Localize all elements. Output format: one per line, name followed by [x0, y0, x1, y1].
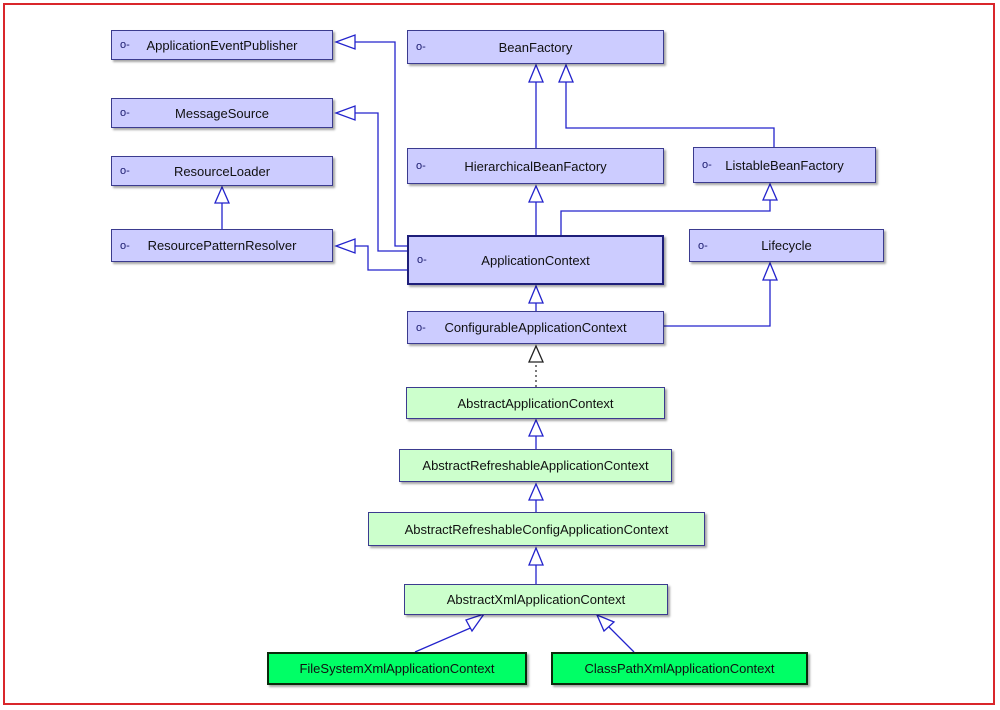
interface-icon: o- — [416, 41, 426, 53]
edge-filesystem-xml — [414, 625, 476, 653]
node-label: ListableBeanFactory — [725, 157, 844, 173]
arrowhead-xml-right — [595, 613, 616, 633]
arrowhead-xml-left — [465, 612, 486, 633]
node-file-system-xml-application-context[interactable]: FileSystemXmlApplicationContext — [267, 652, 527, 685]
node-application-context[interactable]: o- ApplicationContext — [407, 235, 664, 285]
node-label: BeanFactory — [498, 39, 573, 55]
arrowhead-listable — [762, 182, 778, 201]
arrowhead-hierarchical — [528, 184, 544, 203]
edge-appctx-eventpublisher — [355, 41, 407, 247]
interface-icon: o- — [120, 165, 130, 177]
interface-icon: o- — [702, 159, 712, 171]
diagram-frame — [3, 3, 995, 705]
arrowhead-messagesource — [334, 105, 356, 121]
arrowhead-resolver — [334, 238, 356, 254]
arrowhead-configurable — [528, 344, 544, 363]
node-label: AbstractApplicationContext — [457, 395, 614, 411]
interface-icon: o- — [120, 39, 130, 51]
arrowhead-refreshable — [528, 482, 544, 501]
node-abstract-application-context[interactable]: AbstractApplicationContext — [406, 387, 665, 419]
node-class-path-xml-application-context[interactable]: ClassPathXmlApplicationContext — [551, 652, 808, 685]
arrowhead-resourceloader — [214, 185, 230, 204]
arrowhead-eventpublisher — [334, 34, 356, 50]
arrowhead-beanfactory-left — [528, 63, 544, 83]
interface-icon: o- — [416, 321, 426, 334]
node-listable-bean-factory[interactable]: o- ListableBeanFactory — [693, 147, 876, 183]
interface-icon: o- — [120, 239, 130, 252]
node-label: ClassPathXmlApplicationContext — [584, 661, 775, 676]
node-resource-pattern-resolver[interactable]: o- ResourcePatternResolver — [111, 229, 333, 262]
node-label: AbstractRefreshableApplicationContext — [422, 458, 649, 473]
node-label: Lifecycle — [761, 238, 812, 253]
node-hierarchical-bean-factory[interactable]: o- HierarchicalBeanFactory — [407, 148, 664, 184]
arrowhead-beanfactory-right — [558, 63, 574, 83]
node-abstract-refreshable-application-context[interactable]: AbstractRefreshableApplicationContext — [399, 449, 672, 482]
node-label: ResourceLoader — [173, 163, 271, 179]
node-configurable-application-context[interactable]: o- ConfigurableApplicationContext — [407, 311, 664, 344]
interface-icon: o- — [417, 254, 427, 266]
arrowhead-appctx — [528, 284, 544, 304]
arrowhead-refreshableconfig — [528, 546, 544, 566]
node-application-event-publisher[interactable]: o- ApplicationEventPublisher — [111, 30, 333, 60]
node-label: AbstractXmlApplicationContext — [446, 592, 626, 607]
edge-appctx-messagesource — [355, 112, 407, 252]
interface-icon: o- — [416, 160, 426, 172]
node-label: ResourcePatternResolver — [147, 238, 297, 253]
node-abstract-xml-application-context[interactable]: AbstractXmlApplicationContext — [404, 584, 668, 615]
interface-icon: o- — [120, 107, 130, 119]
node-message-source[interactable]: o- MessageSource — [111, 98, 333, 128]
node-abstract-refreshable-config-application-context[interactable]: AbstractRefreshableConfigApplicationCont… — [368, 512, 705, 546]
edge-appctx-listable — [560, 200, 771, 235]
node-lifecycle[interactable]: o- Lifecycle — [689, 229, 884, 262]
node-label: MessageSource — [175, 105, 269, 121]
edge-appctx-resolver — [355, 245, 407, 271]
edge-configurable-lifecycle — [664, 280, 771, 327]
node-label: HierarchicalBeanFactory — [464, 158, 607, 174]
node-bean-factory[interactable]: o- BeanFactory — [407, 30, 664, 64]
node-label: AbstractRefreshableConfigApplicationCont… — [404, 521, 669, 537]
node-label: FileSystemXmlApplicationContext — [299, 661, 495, 676]
edge-listable-beanfactory — [565, 82, 775, 147]
interface-icon: o- — [698, 239, 708, 252]
edge-classpath-xml — [608, 626, 635, 653]
arrowhead-lifecycle — [762, 261, 778, 281]
node-label: ApplicationContext — [481, 252, 590, 268]
node-resource-loader[interactable]: o- ResourceLoader — [111, 156, 333, 186]
arrowhead-abstract — [528, 418, 544, 437]
node-label: ConfigurableApplicationContext — [444, 320, 627, 335]
node-label: ApplicationEventPublisher — [146, 37, 298, 53]
